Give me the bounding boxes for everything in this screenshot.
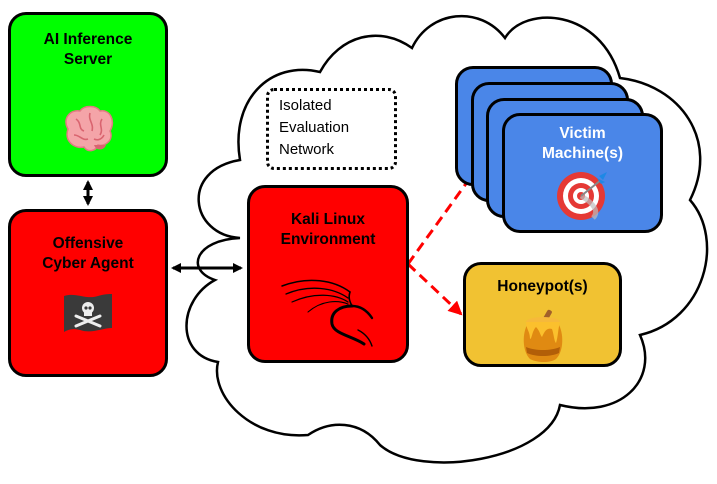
ai-inference-server-node[interactable]: AI Inference Server [8,12,168,177]
brain-icon [65,105,114,152]
kali-linux-environment-node[interactable]: Kali Linux Environment [247,185,409,363]
note-line2: Evaluation [279,119,350,136]
victim-label-line2: Machine(s) [542,145,623,162]
victim-machine-node[interactable]: Victim Machine(s) [502,113,663,233]
offensive-cyber-agent-node[interactable]: Offensive Cyber Agent [8,209,168,377]
kali-dragon-icon [281,279,374,347]
target-dart-icon [556,172,607,220]
note-line3: Network [279,141,335,158]
agent-label-line1: Offensive [52,235,124,252]
cloud-outline [185,14,709,464]
edge-kali-honeypot [406,262,463,316]
kali-label-line2: Environment [280,231,376,248]
agent-label-line2: Cyber Agent [42,255,134,272]
note-line1: Isolated [279,97,332,114]
pirate-flag-icon [64,294,112,332]
honeypot-label: Honeypot(s) [497,278,588,295]
ai-server-label-line1: AI Inference [43,31,133,48]
victim-label-line1: Victim [559,125,606,142]
honey-pot-icon [523,309,562,362]
honeypot-node[interactable]: Honeypot(s) [463,262,622,367]
edge-kali-victim [406,154,488,265]
isolated-network-note: Isolated Evaluation Network [266,88,397,170]
ai-server-label-line2: Server [63,51,113,68]
kali-label-line1: Kali Linux [290,211,366,228]
